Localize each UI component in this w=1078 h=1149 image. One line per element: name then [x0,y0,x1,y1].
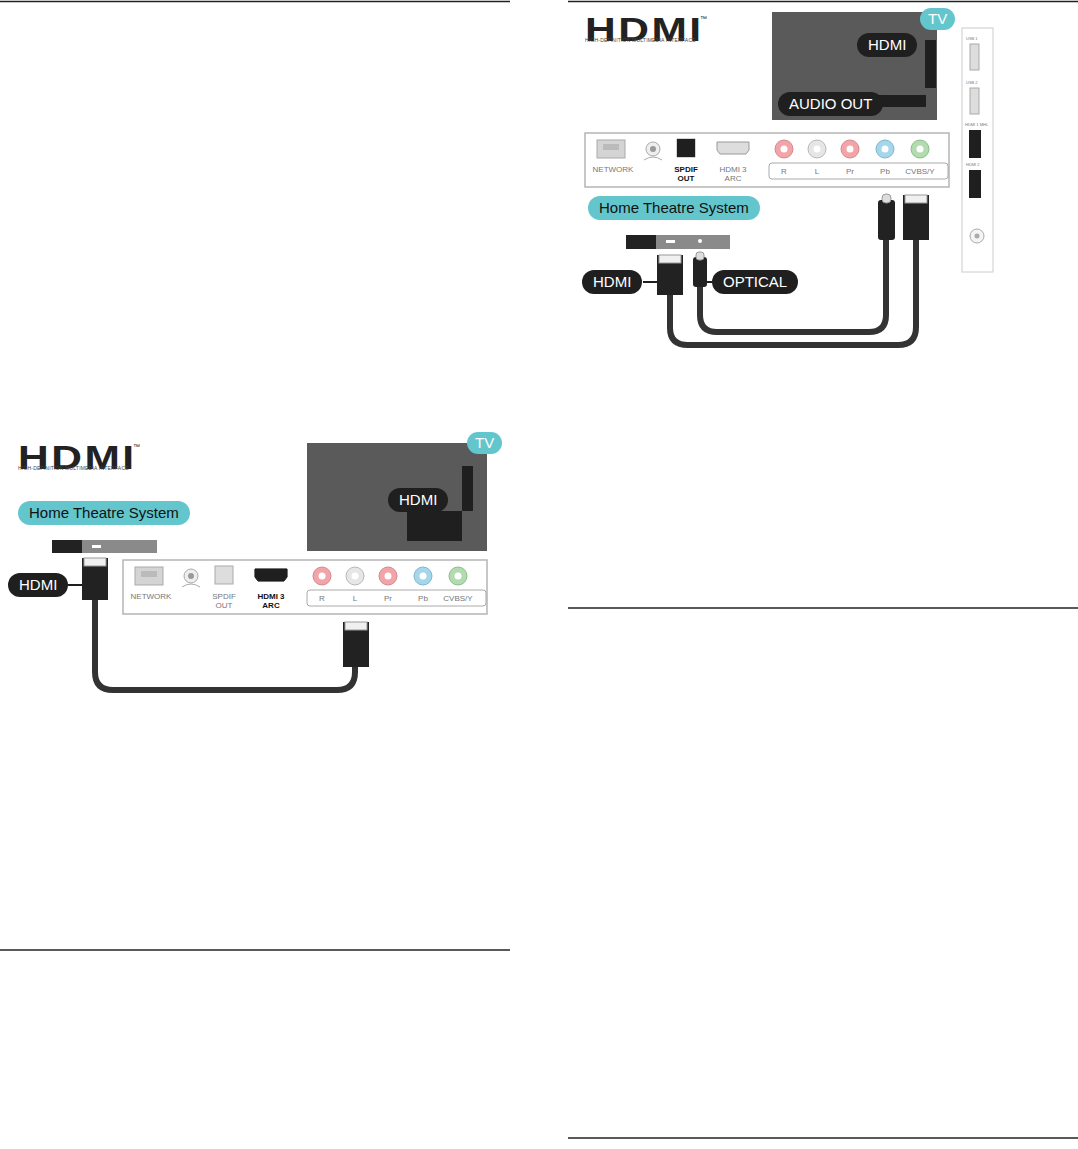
port-callout: AUDIO OUT [778,92,883,116]
plug-callout: OPTICAL [712,270,798,294]
callout-text: AUDIO OUT [789,95,872,113]
port-label: SPDIF OUT [669,165,703,183]
side-port-label: HDMI 1 MHL [965,122,988,127]
callout-text: Home Theatre System [599,199,749,217]
tv-tag: TV [467,432,502,454]
port-label: R [319,594,325,603]
port-label: Pb [418,594,428,603]
callout-text: OPTICAL [723,273,787,291]
plug-callout: HDMI [8,573,68,597]
port-label: NETWORK [131,592,172,601]
logo-tagline: HIGH-DEFINITION MULTIMEDIA INTERFACE [18,466,129,471]
callout-text: HDMI [19,576,57,594]
callout-text: HDMI [399,491,437,509]
callout-text: TV [475,434,494,452]
trademark: ™ [133,442,140,451]
port-label: R [781,167,787,176]
callout-text: Home Theatre System [29,504,179,522]
device-label: Home Theatre System [588,196,760,220]
device-label: Home Theatre System [18,501,190,525]
callout-text: HDMI [868,36,906,54]
port-label: NETWORK [593,165,634,174]
port-label: CVBS/Y [443,594,472,603]
callout-text: HDMI [593,273,631,291]
callout-text: TV [928,10,947,28]
port-label: Pr [846,167,854,176]
port-callout: HDMI [388,488,448,512]
port-callout: HDMI [857,33,917,57]
port-label: L [815,167,819,176]
logo-tagline: HIGH-DEFINITION MULTIMEDIA INTERFACE [585,38,696,43]
port-label: L [353,594,357,603]
port-label: HDMI 3 ARC [716,165,750,183]
trademark: ™ [700,14,707,23]
port-label: SPDIF OUT [207,592,241,610]
port-label: Pr [384,594,392,603]
side-port-label: USB 1 [966,36,978,41]
port-label: CVBS/Y [905,167,934,176]
plug-callout: HDMI [582,270,642,294]
tv-tag: TV [920,8,955,30]
side-port-label: HDMI 2 [966,162,980,167]
port-label: HDMI 3 ARC [254,592,288,610]
side-port-label: USB 2 [966,80,978,85]
port-label: Pb [880,167,890,176]
